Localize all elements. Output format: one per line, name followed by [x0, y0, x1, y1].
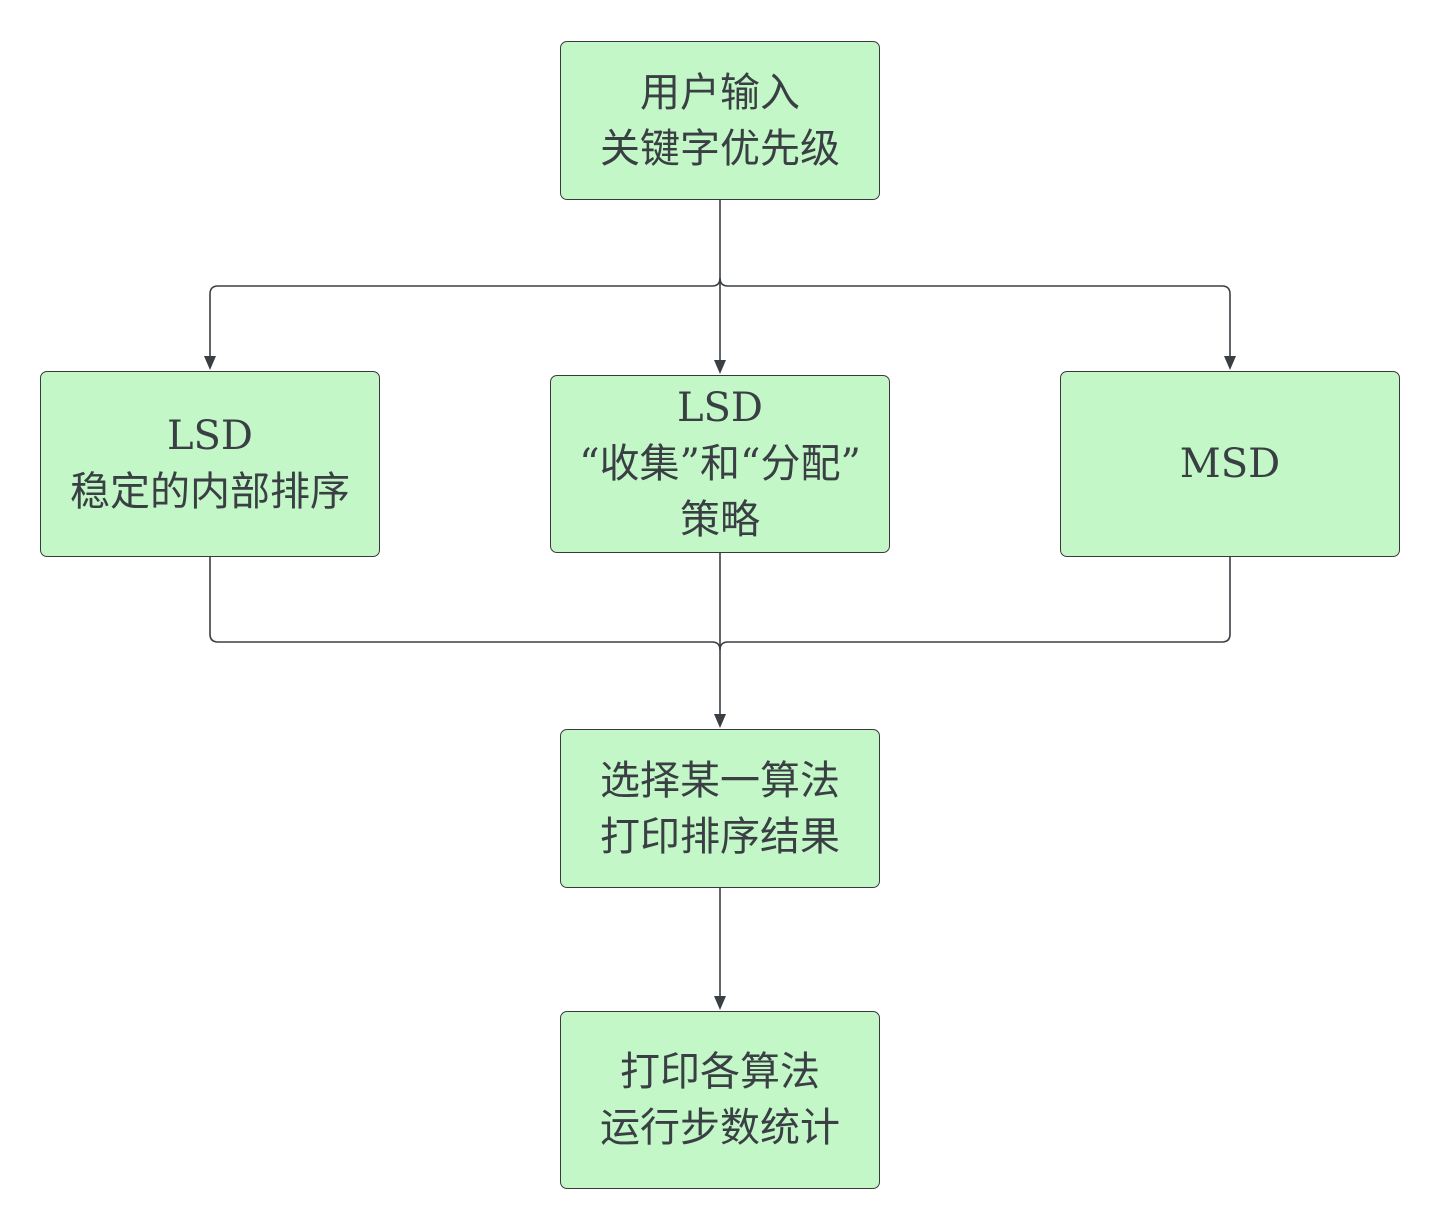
node-user-input: 用户输入 关键字优先级: [560, 41, 880, 200]
node-lsd-stable-sort: LSD 稳定的内部排序: [40, 371, 380, 557]
connector-msd-to-select: [719, 557, 1231, 651]
node-print-stats: 打印各算法 运行步数统计: [560, 1011, 880, 1189]
node-select-algorithm: 选择某一算法 打印排序结果: [560, 729, 880, 888]
node-lsd-collect-distribute-line-2: “收集”和“分配”: [579, 441, 861, 487]
node-print-stats-line-2: 运行步数统计: [600, 1105, 840, 1151]
node-lsd-collect-distribute-line-1: LSD: [676, 385, 764, 431]
node-msd-line-1: MSD: [1179, 441, 1281, 487]
node-lsd-stable-sort-line-1: LSD: [166, 413, 254, 459]
node-user-input-line-1: 用户输入: [640, 69, 800, 116]
node-lsd-collect-distribute: LSD “收集”和“分配” 策略: [550, 375, 890, 553]
connector-input-to-msd: [719, 277, 1231, 358]
connector-input-to-lsd1: [209, 277, 721, 358]
node-lsd-stable-sort-line-2: 稳定的内部排序: [70, 469, 350, 515]
node-msd: MSD: [1060, 371, 1400, 557]
arrowhead-to-lsd2: [714, 360, 726, 374]
connector-lsd1-to-select: [209, 557, 721, 651]
node-lsd-collect-distribute-line-3: 策略: [680, 497, 760, 543]
arrowhead-to-select: [714, 714, 726, 728]
node-user-input-line-2: 关键字优先级: [600, 125, 840, 172]
arrowhead-to-lsd1: [204, 356, 216, 370]
node-select-algorithm-line-2: 打印排序结果: [600, 813, 840, 860]
node-print-stats-line-1: 打印各算法: [620, 1049, 820, 1095]
arrowhead-to-stats: [714, 996, 726, 1010]
arrowhead-to-msd: [1224, 356, 1236, 370]
node-select-algorithm-line-1: 选择某一算法: [600, 757, 840, 804]
